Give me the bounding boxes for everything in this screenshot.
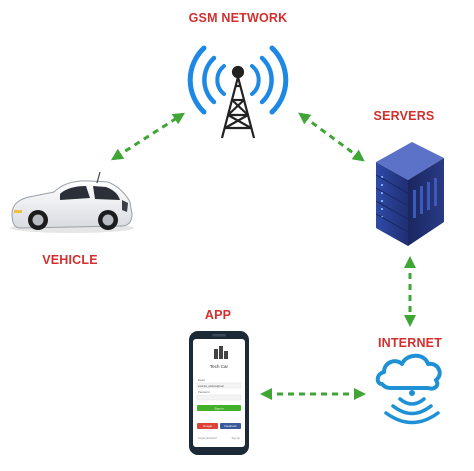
app-logo-icon — [214, 346, 228, 359]
servers-label: SERVERS — [373, 109, 435, 123]
app-facebook-button[interactable] — [220, 423, 241, 429]
gsm-network-label: GSM NETWORK — [188, 11, 288, 25]
arrow-gsm-servers — [298, 112, 365, 162]
app-forgot-link[interactable]: Forgot password? — [198, 437, 218, 440]
cell-tower-icon — [187, 45, 289, 139]
app-signup-link[interactable]: Sign Up — [231, 437, 240, 440]
app-google-text: Google — [203, 424, 212, 428]
app-facebook-text: Facebook — [224, 424, 237, 428]
server-icon — [375, 142, 444, 246]
smartphone-icon: Tech Car Email example_address@mail Pass… — [189, 331, 249, 455]
app-signin-button[interactable] — [197, 405, 241, 411]
arrow-vehicle-gsm — [110, 112, 186, 161]
app-field1-value[interactable]: example_address@mail — [198, 385, 224, 388]
app-signin-text: Sign in — [214, 406, 224, 410]
vehicle-label: VEHICLE — [42, 253, 98, 267]
app-label: APP — [204, 308, 232, 322]
internet-label: INTERNET — [377, 336, 443, 350]
app-field1-label: Email — [198, 378, 205, 382]
cloud-signal-icon — [375, 353, 442, 425]
app-google-button[interactable] — [197, 423, 218, 429]
app-field2-label: Password — [198, 390, 210, 394]
car-icon — [10, 171, 134, 233]
app-brand-text: Tech Car — [210, 364, 229, 369]
